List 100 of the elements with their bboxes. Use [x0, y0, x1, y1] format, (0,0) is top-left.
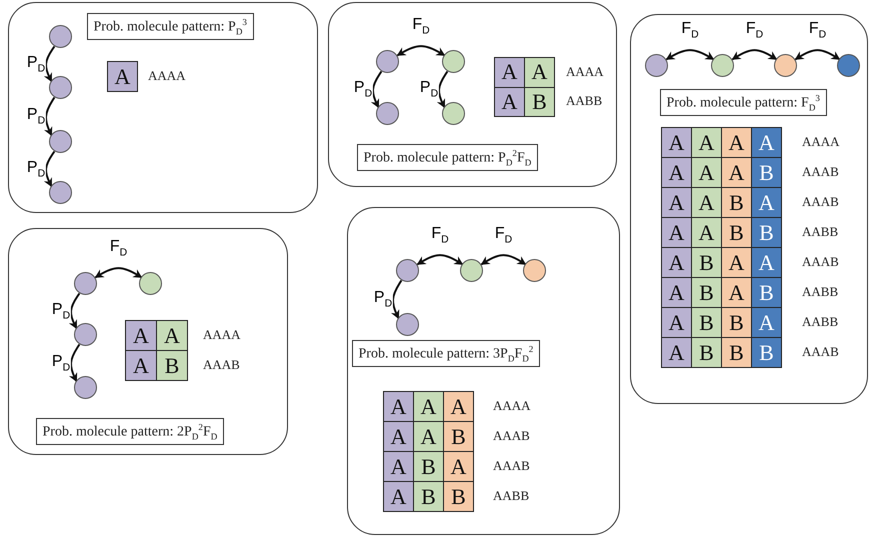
sequence-label: AAAB	[802, 164, 839, 180]
curved-arrow	[44, 96, 56, 136]
monomer-circle	[139, 272, 162, 295]
letter-cell: A	[751, 127, 782, 158]
sequence-label: AAAA	[493, 398, 531, 414]
monomer-circle	[74, 272, 97, 295]
letter-cell: A	[721, 157, 752, 188]
sequence-label: AAAB	[203, 357, 240, 373]
letter-cell: A	[125, 350, 157, 381]
letter-cell: A	[383, 421, 414, 452]
double-headed-arrow	[794, 49, 840, 60]
curved-arrow	[391, 280, 402, 320]
letter-cell: B	[751, 337, 782, 368]
sequence-label: AABB	[802, 284, 838, 300]
letter-cell: A	[721, 127, 752, 158]
panel-card	[8, 2, 318, 213]
letter-cell: B	[443, 481, 474, 512]
letter-cell: A	[383, 391, 414, 422]
sequence-label: AAAB	[493, 458, 530, 474]
letter-cell: A	[751, 187, 782, 218]
monomer-circle	[49, 181, 72, 204]
monomer-circle	[711, 54, 734, 77]
pattern-label: Prob. molecule pattern: 2P$_{D}$$^{2}$F$_{D}$	[36, 418, 224, 445]
monomer-circle	[376, 50, 399, 73]
sequence-label: AAAA	[802, 134, 840, 150]
sequence-label: AAAB	[802, 344, 839, 360]
letter-cell: A	[751, 247, 782, 278]
monomer-circle	[396, 259, 419, 282]
sequence-label: AAAA	[148, 68, 186, 84]
double-headed-arrow	[732, 49, 778, 60]
letter-cell: A	[443, 391, 474, 422]
letter-cell: A	[125, 320, 157, 351]
edge-label: P$_{D}$	[50, 302, 72, 322]
pattern-label: Prob. molecule pattern: P$_{D}$$^{2}$F$_{D}$	[356, 144, 538, 171]
letter-cell: A	[661, 157, 692, 188]
letter-cell: A	[494, 86, 525, 117]
double-headed-arrow	[396, 45, 446, 56]
letter-cell: B	[721, 187, 752, 218]
curved-arrow	[44, 150, 56, 188]
letter-cell: A	[691, 127, 722, 158]
letter-cell: B	[691, 277, 722, 308]
edge-label: P$_{D}$	[26, 54, 46, 74]
letter-cell: A	[156, 320, 188, 351]
letter-cell: A	[661, 247, 692, 278]
monomer-circle	[442, 50, 465, 73]
sequence-label: AAAB	[802, 254, 839, 270]
sequence-label: AAAB	[802, 194, 839, 210]
sequence-label: AAAA	[203, 327, 241, 343]
letter-cell: B	[721, 217, 752, 248]
letter-cell: A	[691, 157, 722, 188]
curved-arrow	[44, 46, 56, 82]
monomer-circle	[442, 102, 465, 125]
edge-label: P$_{D}$	[50, 354, 72, 374]
letter-cell: A	[661, 277, 692, 308]
double-headed-arrow	[94, 267, 142, 278]
monomer-circle	[376, 102, 399, 125]
double-headed-arrow	[666, 49, 714, 60]
letter-cell: A	[661, 217, 692, 248]
curved-arrow	[68, 292, 80, 330]
sequence-label: AABB	[566, 93, 602, 110]
monomer-circle	[74, 376, 97, 399]
monomer-circle	[49, 130, 72, 153]
letter-cell: B	[721, 307, 752, 338]
monomer-circle	[74, 323, 97, 346]
letter-cell: A	[691, 187, 722, 218]
sequence-label: AAAA	[566, 64, 604, 80]
letter-cell: B	[751, 157, 782, 188]
edge-label: P$_{D}$	[26, 107, 46, 127]
monomer-circle	[396, 313, 419, 336]
letter-cell: A	[413, 421, 444, 452]
sequence-label: AABB	[802, 224, 838, 240]
letter-cell: A	[661, 127, 692, 158]
curved-arrow	[69, 344, 80, 382]
letter-cell: B	[691, 337, 722, 368]
letter-cell: A	[383, 481, 414, 512]
letter-cell: A	[721, 247, 752, 278]
panel-card	[8, 228, 288, 455]
letter-cell: A	[494, 57, 525, 88]
letter-cell: B	[751, 217, 782, 248]
letter-cell: A	[443, 451, 474, 482]
letter-cell: A	[721, 277, 752, 308]
edge-label: P$_{D}$	[352, 80, 374, 100]
monomer-circle	[49, 76, 72, 99]
letter-cell: B	[721, 337, 752, 368]
monomer-circle	[774, 54, 797, 77]
letter-cell: B	[691, 307, 722, 338]
double-headed-arrow	[480, 254, 526, 266]
edge-label: P$_{D}$	[372, 290, 394, 310]
monomer-circle	[645, 54, 668, 77]
letter-cell: B	[524, 86, 555, 117]
monomer-circle	[523, 259, 546, 282]
letter-cell: A	[383, 451, 414, 482]
letter-cell: B	[413, 481, 444, 512]
edge-label: P$_{D}$	[26, 160, 46, 180]
monomer-circle	[460, 259, 483, 282]
letter-cell: A	[661, 337, 692, 368]
curved-arrow	[370, 70, 382, 108]
letter-cell: A	[661, 307, 692, 338]
letter-cell: A	[413, 391, 444, 422]
letter-cell: B	[156, 350, 188, 381]
